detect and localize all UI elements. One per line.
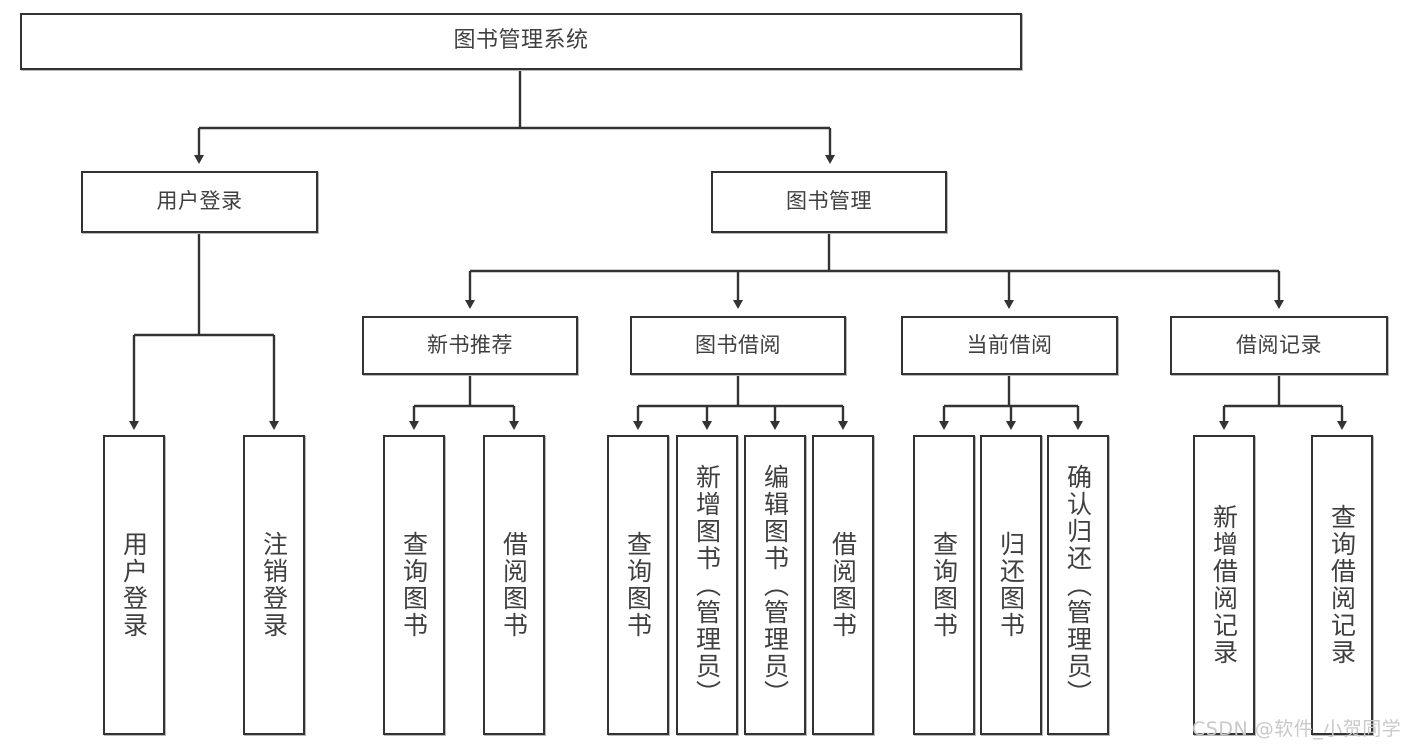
leaf-user-login[interactable]: 用户登录 xyxy=(103,435,165,735)
node-new-book-recommend[interactable]: 新书推荐 xyxy=(362,316,578,375)
node-label: 新书推荐 xyxy=(427,332,513,357)
node-label: 编辑图书（管理员） xyxy=(760,463,790,707)
leaf-confirm-return-admin[interactable]: 确认归还（管理员） xyxy=(1047,435,1109,735)
node-label: 借阅图书 xyxy=(828,531,858,639)
node-label: 查询图书 xyxy=(623,531,653,639)
leaf-query-book-recommend[interactable]: 查询图书 xyxy=(383,435,445,735)
node-label: 当前借阅 xyxy=(966,332,1053,357)
leaf-borrow-book[interactable]: 借阅图书 xyxy=(812,435,874,735)
leaf-logout[interactable]: 注销登录 xyxy=(243,435,305,735)
leaf-add-book-admin[interactable]: 新增图书（管理员） xyxy=(676,435,738,735)
node-book-management[interactable]: 图书管理 xyxy=(711,171,947,233)
csdn-watermark: CSDN @软件_小贺同学 xyxy=(1192,718,1402,740)
node-label: 查询图书 xyxy=(399,531,429,639)
leaf-borrow-book-recommend[interactable]: 借阅图书 xyxy=(483,435,545,735)
node-label: 借阅图书 xyxy=(499,531,529,639)
node-label: 确认归还（管理员） xyxy=(1063,463,1093,707)
node-label: 查询图书 xyxy=(929,531,959,639)
node-label: 借阅记录 xyxy=(1236,332,1322,357)
node-label: 图书管理 xyxy=(786,189,872,214)
leaf-add-borrow-record[interactable]: 新增借阅记录 xyxy=(1193,435,1255,735)
leaf-edit-book-admin[interactable]: 编辑图书（管理员） xyxy=(744,435,806,735)
node-label: 注销登录 xyxy=(259,531,289,639)
node-label: 新增图书（管理员） xyxy=(692,463,722,707)
node-label: 用户登录 xyxy=(119,531,149,639)
node-current-borrow[interactable]: 当前借阅 xyxy=(901,316,1118,375)
node-label: 用户登录 xyxy=(156,189,243,214)
leaf-query-book-current[interactable]: 查询图书 xyxy=(913,435,975,735)
node-label: 新增借阅记录 xyxy=(1209,504,1239,666)
node-user-login[interactable]: 用户登录 xyxy=(81,171,318,233)
node-borrow-record[interactable]: 借阅记录 xyxy=(1170,316,1388,375)
node-label: 归还图书 xyxy=(996,531,1026,639)
node-label: 图书管理系统 xyxy=(453,28,589,54)
leaf-query-book-borrow[interactable]: 查询图书 xyxy=(607,435,669,735)
node-label: 图书借阅 xyxy=(695,332,781,357)
node-root-book-management-system[interactable]: 图书管理系统 xyxy=(20,13,1022,70)
leaf-query-borrow-record[interactable]: 查询借阅记录 xyxy=(1311,435,1373,735)
node-book-borrow[interactable]: 图书借阅 xyxy=(630,316,846,375)
leaf-return-book[interactable]: 归还图书 xyxy=(980,435,1042,735)
node-label: 查询借阅记录 xyxy=(1327,504,1357,666)
